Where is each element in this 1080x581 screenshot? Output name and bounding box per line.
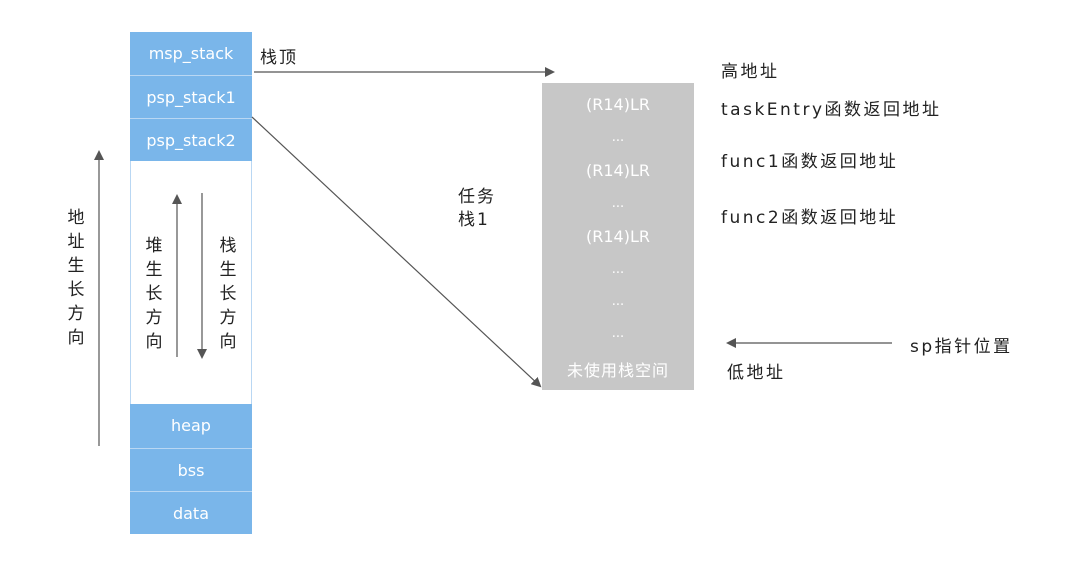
task-stack-label: 任务 栈1 — [458, 186, 496, 232]
func1-return-label: func1函数返回地址 — [721, 152, 899, 172]
task-stack-row-unused: 未使用栈空间 — [566, 361, 669, 380]
address-growth-label: 地址生长方向 — [64, 206, 88, 350]
heap-label: heap — [171, 416, 211, 435]
msp-stack-block: msp_stack — [130, 32, 252, 75]
stack-growth-text: 栈生长方向 — [219, 236, 237, 352]
task-stack-row-lr-2: (R14)LR — [586, 161, 650, 180]
task-stack-label-line1: 任务 — [458, 187, 496, 207]
heap-growth-text: 堆生长方向 — [145, 236, 163, 352]
data-block: data — [130, 491, 252, 534]
psp-stack2-block: psp_stack2 — [130, 118, 252, 161]
task-stack-row-lr-1: (R14)LR — [586, 95, 650, 114]
task-stack-row-ellipsis-5: ... — [611, 326, 625, 341]
bss-label: bss — [177, 461, 205, 480]
task-stack-row-ellipsis-4: ... — [611, 294, 625, 309]
task-stack-row-ellipsis-1: ... — [611, 130, 625, 145]
psp-stack2-label: psp_stack2 — [146, 131, 236, 150]
func2-return-label: func2函数返回地址 — [721, 208, 899, 228]
heap-block: heap — [130, 404, 252, 448]
psp-stack1-block: psp_stack1 — [130, 75, 252, 118]
task-stack-row-ellipsis-3: ... — [611, 262, 625, 277]
task-stack-row-ellipsis-2: ... — [611, 196, 625, 211]
sp-position-label: sp指针位置 — [910, 337, 1013, 357]
task-stack-label-line2: 栈1 — [458, 210, 490, 230]
msp-stack-label: msp_stack — [148, 44, 234, 63]
bss-block: bss — [130, 448, 252, 491]
psp-stack1-label: psp_stack1 — [146, 88, 236, 107]
task-stack-box — [542, 83, 694, 390]
stack-growth-label: 栈生长方向 — [216, 234, 240, 354]
data-label: data — [172, 504, 210, 523]
address-growth-text: 地址生长方向 — [67, 208, 85, 348]
task-entry-return-label: taskEntry函数返回地址 — [721, 100, 942, 120]
psp-stack-link-arrow — [251, 116, 542, 388]
heap-growth-label: 堆生长方向 — [142, 234, 166, 354]
stack-top-label: 栈顶 — [260, 48, 298, 68]
high-address-label: 高地址 — [721, 62, 780, 82]
task-stack-row-lr-3: (R14)LR — [586, 227, 650, 246]
low-address-label: 低地址 — [727, 363, 786, 383]
